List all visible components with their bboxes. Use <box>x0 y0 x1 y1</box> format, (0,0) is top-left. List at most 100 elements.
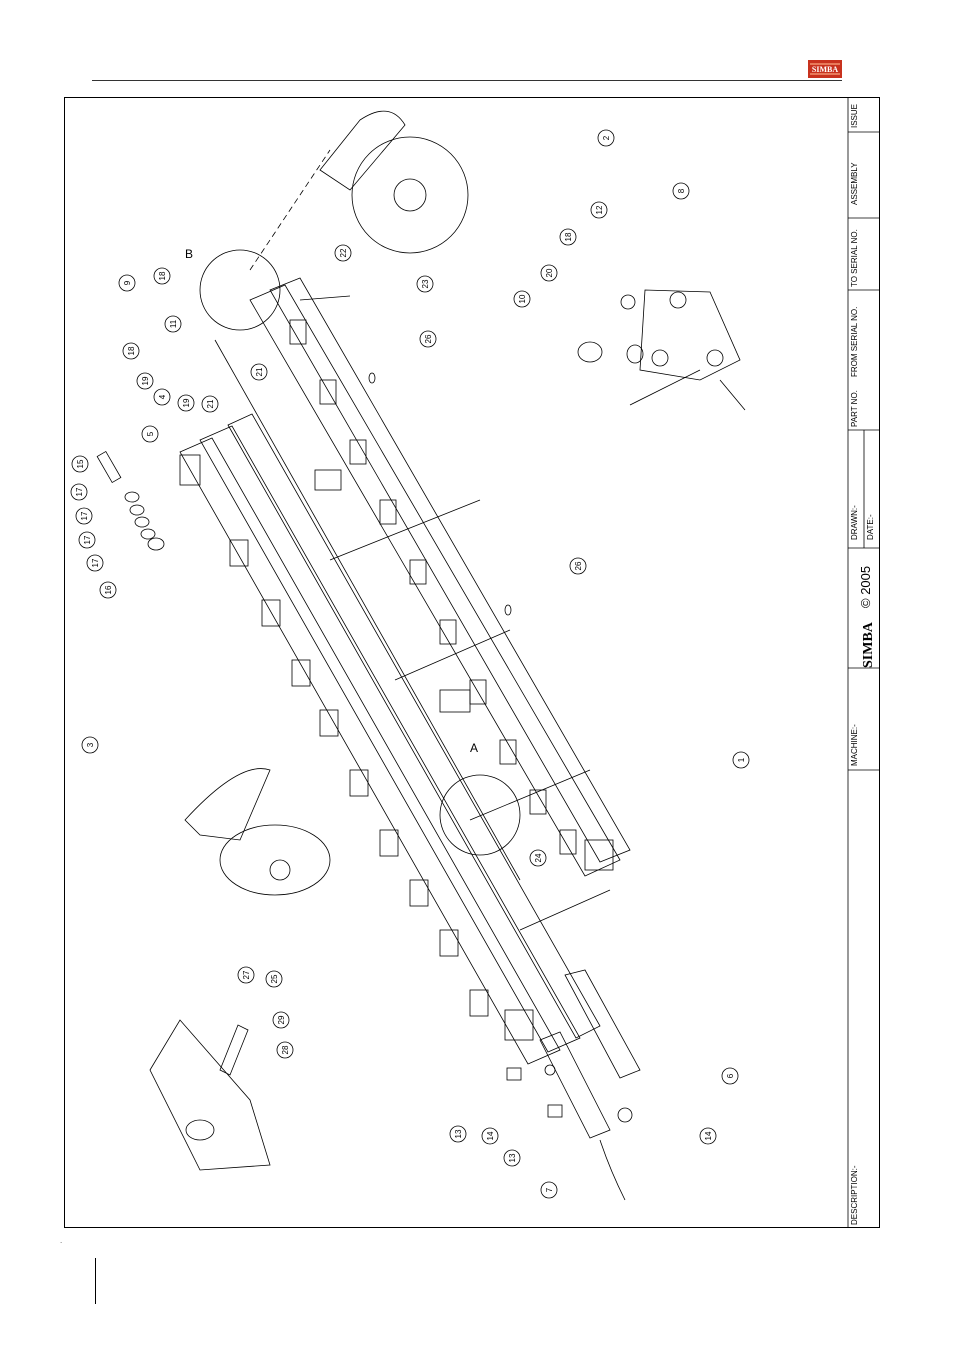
view-label-a: A <box>470 741 478 755</box>
callout-15: 15 <box>72 456 88 472</box>
callout-18: 18 <box>154 268 170 284</box>
callout-number: 26 <box>574 561 583 570</box>
callout-number: 1 <box>737 757 746 762</box>
callout-17: 17 <box>87 555 103 571</box>
tb-issue: ISSUE <box>850 104 859 128</box>
callout-10: 10 <box>514 291 530 307</box>
callout-7: 7 <box>541 1182 557 1198</box>
callout-number: 2 <box>602 135 611 140</box>
callout-number: 25 <box>270 974 279 983</box>
callout-26: 26 <box>570 558 586 574</box>
callout-number: 3 <box>86 742 95 747</box>
callout-18: 18 <box>560 229 576 245</box>
callout-27: 27 <box>238 967 254 983</box>
footer-rule <box>95 1258 96 1304</box>
callout-number: 19 <box>182 398 191 407</box>
mount-brackets <box>180 320 613 1040</box>
leg-guard <box>150 1020 270 1170</box>
tb-from-serial: FROM SERIAL NO. <box>850 307 859 377</box>
callout-number: 17 <box>91 558 100 567</box>
callout-12: 12 <box>591 202 607 218</box>
callout-number: 23 <box>421 279 430 288</box>
tb-to-serial: TO SERIAL NO. <box>850 229 859 287</box>
callout-number: 20 <box>545 268 554 277</box>
detail-b <box>200 111 468 330</box>
callout-11: 11 <box>165 316 181 332</box>
callout-17: 17 <box>76 508 92 524</box>
callout-3: 3 <box>82 737 98 753</box>
callout-29: 29 <box>273 1012 289 1028</box>
view-label-b: B <box>185 247 193 261</box>
callout-23: 23 <box>417 276 433 292</box>
callout-number: 17 <box>80 511 89 520</box>
callout-26: 26 <box>420 331 436 347</box>
callout-24: 24 <box>530 850 546 866</box>
callout-number: 9 <box>123 280 132 285</box>
callout-number: 13 <box>454 1129 463 1138</box>
callout-16: 16 <box>100 582 116 598</box>
callout-number: 17 <box>75 487 84 496</box>
callout-2: 2 <box>598 130 614 146</box>
callout-number: 26 <box>424 334 433 343</box>
tb-copyright: © 2005 <box>858 566 873 608</box>
callout-14: 14 <box>482 1128 498 1144</box>
callout-13: 13 <box>504 1150 520 1166</box>
callout-21: 21 <box>202 396 218 412</box>
callout-number: 13 <box>508 1153 517 1162</box>
callout-number: 4 <box>158 394 167 399</box>
main-frame-beams <box>180 278 630 1064</box>
callout-number: 18 <box>564 232 573 241</box>
bracket-8 <box>578 290 745 410</box>
callout-number: 15 <box>76 459 85 468</box>
callout-14: 14 <box>700 1128 716 1144</box>
callout-9: 9 <box>119 275 135 291</box>
tb-brand: SIMBA <box>861 621 876 668</box>
tb-assembly: ASSEMBLY <box>850 162 859 205</box>
callout-18: 18 <box>123 343 139 359</box>
callout-number: 29 <box>277 1015 286 1024</box>
callout-19: 19 <box>178 395 194 411</box>
tb-part-no: PART NO. <box>850 390 859 427</box>
tb-machine: MACHINE:- <box>850 724 859 766</box>
callout-4: 4 <box>154 389 170 405</box>
callout-25: 25 <box>266 971 282 987</box>
callout-number: 11 <box>169 319 178 328</box>
callout-number: 22 <box>339 248 348 257</box>
callout-number: 18 <box>127 346 136 355</box>
callout-8: 8 <box>673 183 689 199</box>
callout-22: 22 <box>335 245 351 261</box>
callout-number: 19 <box>141 376 150 385</box>
tb-description: DESCRIPTION:- <box>850 1165 859 1225</box>
callout-number: 12 <box>595 205 604 214</box>
hydraulic-cylinder <box>507 970 640 1200</box>
callout-number: 10 <box>518 294 527 303</box>
callout-number: 16 <box>104 585 113 594</box>
callout-number: 24 <box>534 853 543 862</box>
callout-number: 14 <box>486 1131 495 1140</box>
pins-26 <box>369 373 511 615</box>
tine-assembly-3 <box>185 769 330 895</box>
callout-1: 1 <box>733 752 749 768</box>
callout-number: 14 <box>704 1131 713 1140</box>
callout-number: 21 <box>255 367 264 376</box>
tb-drawn: DRAWN:- <box>850 505 859 540</box>
callout-20: 20 <box>541 265 557 281</box>
callout-number: 28 <box>281 1045 290 1054</box>
callout-number: 5 <box>146 431 155 436</box>
callout-6: 6 <box>722 1068 738 1084</box>
callout-5: 5 <box>142 426 158 442</box>
callout-number: 21 <box>206 399 215 408</box>
footer-mark: . <box>60 1236 62 1245</box>
washer-stack <box>97 452 164 550</box>
callout-number: 27 <box>242 970 251 979</box>
callout-number: 8 <box>677 188 686 193</box>
callout-19: 19 <box>137 373 153 389</box>
callout-28: 28 <box>277 1042 293 1058</box>
title-block: ISSUE ASSEMBLY TO SERIAL NO. FROM SERIAL… <box>848 97 880 1228</box>
callout-number: 18 <box>158 271 167 280</box>
callout-number: 6 <box>726 1073 735 1078</box>
callout-21: 21 <box>251 364 267 380</box>
callout-number: 7 <box>545 1187 554 1192</box>
callout-number: 17 <box>83 535 92 544</box>
